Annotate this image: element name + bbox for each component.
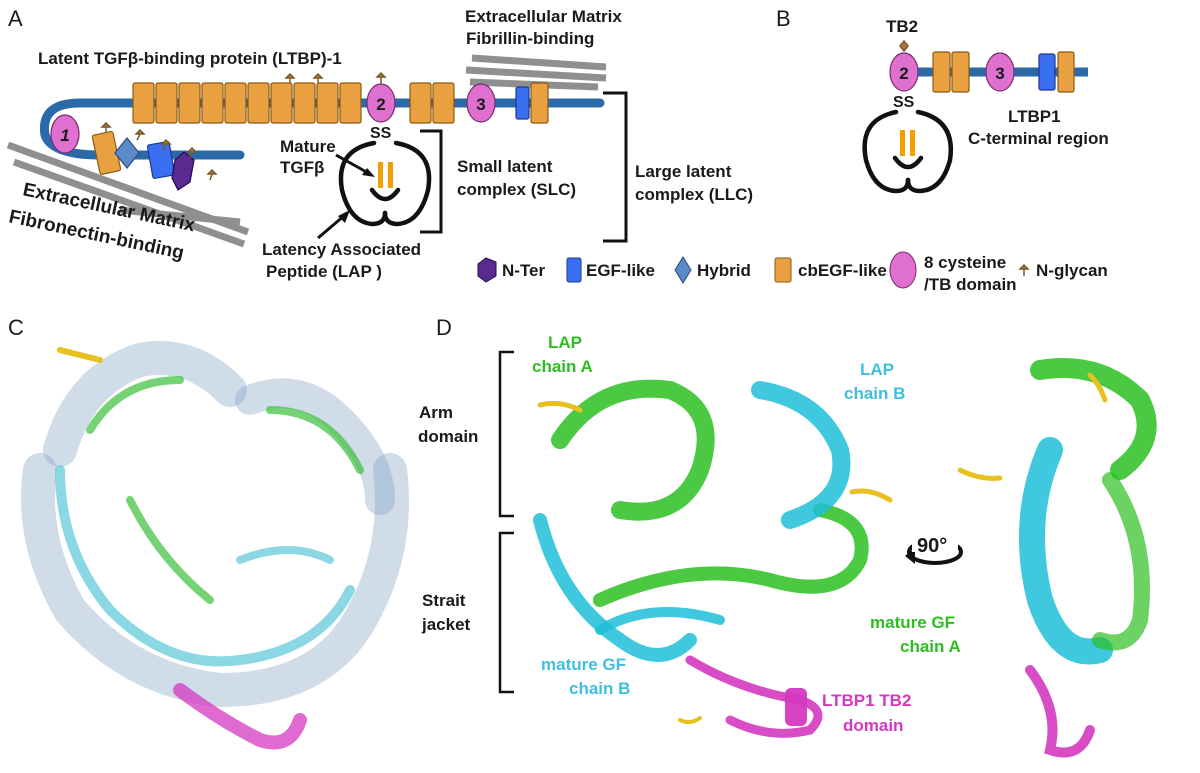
egf-domain-b — [1038, 53, 1056, 91]
legend-egf-icon — [566, 257, 582, 283]
egf-domains-top — [515, 82, 549, 124]
ecm-fibrillin-line1: Extracellular Matrix — [465, 7, 622, 26]
legend-nglycan: N-glycan — [1036, 261, 1108, 280]
legend-nter: N-Ter — [502, 261, 546, 280]
tb-domain-2: 2 — [366, 83, 396, 123]
electron-density-map — [21, 341, 409, 750]
tb-domain-3-b: 3 — [985, 52, 1015, 92]
lap-cage-b — [862, 109, 954, 194]
slc-bracket — [420, 129, 443, 234]
legend-tb-line1: 8 cysteine — [924, 253, 1006, 272]
legend-tb-line2: /TB domain — [924, 275, 1017, 294]
lap-chain-b-line1: LAP — [860, 360, 894, 379]
gf-chain-a-line2: chain A — [900, 637, 961, 656]
lap-label-line1: Latency Associated — [262, 240, 421, 259]
cbegf-domains-b — [932, 51, 1075, 93]
legend-cbegf-icon — [774, 257, 792, 283]
tb-domain-2-b: 2 — [889, 52, 919, 92]
ribbon-structure-side — [957, 358, 1157, 758]
ecm-fibrillin-line2: Fibrillin-binding — [466, 29, 594, 48]
panel-b-label: B — [776, 6, 791, 31]
ribbon-structure-front — [533, 379, 893, 738]
tb-domain-1: 1 — [50, 114, 80, 154]
n-glycan-b — [899, 39, 909, 53]
lap-cage-a — [338, 140, 432, 227]
llc-label-line2: complex (LLC) — [635, 185, 753, 204]
llc-bracket — [603, 91, 628, 243]
tb2-label-b: TB2 — [886, 17, 918, 36]
svg-text:3: 3 — [995, 64, 1004, 83]
strait-bracket — [498, 531, 514, 694]
arm-label-line2: domain — [418, 427, 478, 446]
lap-chain-a-line2: chain A — [532, 357, 593, 376]
svg-text:3: 3 — [476, 95, 485, 114]
rotation-label: 90° — [917, 535, 947, 557]
arm-bracket — [498, 350, 514, 518]
mature-label-line2: TGFβ — [280, 158, 324, 177]
rotation-arrow-icon — [905, 530, 963, 565]
mature-tgfb-a — [378, 162, 393, 188]
mature-label-line1: Mature — [280, 137, 336, 156]
fibronectin-fibers — [6, 141, 250, 248]
n-glycan-icons — [100, 71, 387, 181]
strait-label-line2: jacket — [421, 615, 471, 634]
panel-a-label: A — [8, 6, 23, 31]
panel-d-label: D — [436, 315, 452, 340]
lap-chain-a-line1: LAP — [548, 333, 582, 352]
ltbp1-region-line2: C-terminal region — [968, 129, 1109, 148]
panel-c-label: C — [8, 315, 24, 340]
legend-nter-icon — [477, 257, 497, 283]
mature-arrow — [335, 153, 371, 176]
cbegf-domains-top — [132, 82, 455, 124]
slc-label-line1: Small latent — [457, 157, 553, 176]
ltbp1-tb2-line1: LTBP1 TB2 — [822, 691, 911, 710]
svg-text:1: 1 — [60, 126, 69, 145]
legend-cbegf: cbEGF-like — [798, 261, 887, 280]
gf-chain-b-line2: chain B — [569, 679, 630, 698]
mature-tgfb-b — [900, 130, 915, 156]
svg-text:2: 2 — [899, 64, 908, 83]
legend-hybrid-icon — [674, 256, 692, 284]
ltbp1-title: Latent TGFβ-binding protein (LTBP)-1 — [38, 49, 342, 68]
svg-text:2: 2 — [376, 95, 385, 114]
ltbp1-tb2-line2: domain — [843, 716, 903, 735]
lap-label-line2: Peptide (LAP ) — [266, 262, 382, 281]
legend-nglycan-icon — [1018, 263, 1030, 276]
gf-chain-a-line1: mature GF — [870, 613, 955, 632]
lap-chain-b-line2: chain B — [844, 384, 905, 403]
legend-hybrid: Hybrid — [697, 261, 751, 280]
legend: N-Ter EGF-like Hybrid cbEGF-like 8 cyste… — [477, 251, 1108, 294]
ss-bond-b: SS — [893, 94, 915, 111]
ltbp1-backbone — [39, 98, 605, 160]
ss-bond-a: SS — [370, 125, 392, 142]
lap-arrow — [317, 213, 346, 240]
arm-label-line1: Arm — [419, 403, 453, 422]
lower-branch-domains — [91, 130, 195, 191]
legend-tb-icon — [889, 251, 917, 289]
legend-egf: EGF-like — [586, 261, 655, 280]
strait-label-line1: Strait — [422, 591, 466, 610]
slc-label-line2: complex (SLC) — [457, 180, 576, 199]
gf-chain-b-line1: mature GF — [541, 655, 626, 674]
llc-label-line1: Large latent — [635, 162, 732, 181]
tb-domain-3: 3 — [466, 83, 496, 123]
ltbp1-region-line1: LTBP1 — [1008, 107, 1061, 126]
